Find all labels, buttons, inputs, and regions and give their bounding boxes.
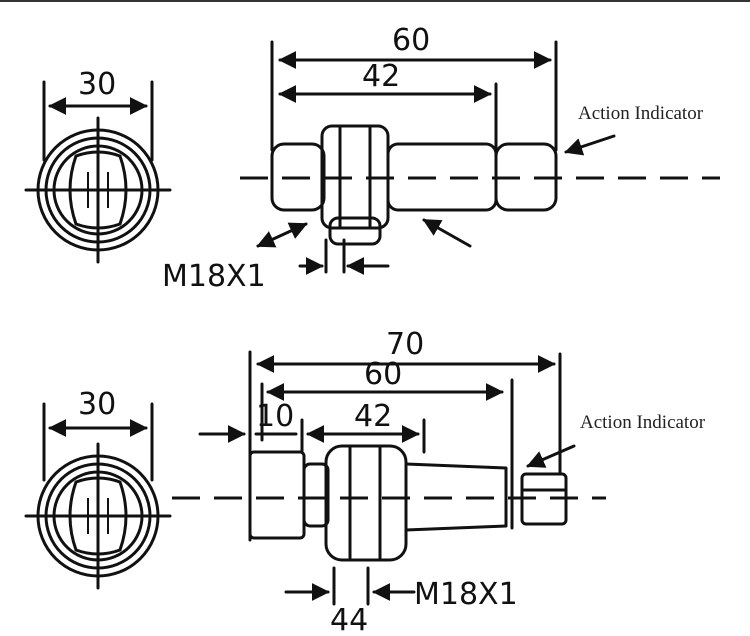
top-indicator-label: Action Indicator	[578, 103, 704, 124]
top-thread-label: M18X1	[162, 259, 266, 294]
top-overall-length-label: 60	[392, 23, 430, 58]
top-body-length-label: 42	[362, 59, 400, 94]
top-end-dim-label: 30	[78, 67, 116, 102]
bottom-offset-label: 10	[256, 399, 294, 434]
bottom-overall-length-label: 70	[386, 327, 424, 362]
bottom-nut-dim-label: 44	[330, 603, 368, 636]
bottom-indicator-label: Action Indicator	[580, 412, 706, 433]
bottom-body-length-label: 42	[354, 399, 392, 434]
top-side-view: 60 42 M18X1 Action Indicator	[162, 23, 720, 294]
bottom-length-60-label: 60	[364, 357, 402, 392]
bottom-end-view: 30	[24, 387, 172, 590]
bottom-side-view: 70 60 10 42 M18X1 44 Action Indicator	[172, 327, 706, 636]
top-end-view: 30	[24, 67, 172, 264]
bottom-end-dim-label: 30	[78, 387, 116, 422]
bottom-thread-label: M18X1	[414, 577, 518, 612]
